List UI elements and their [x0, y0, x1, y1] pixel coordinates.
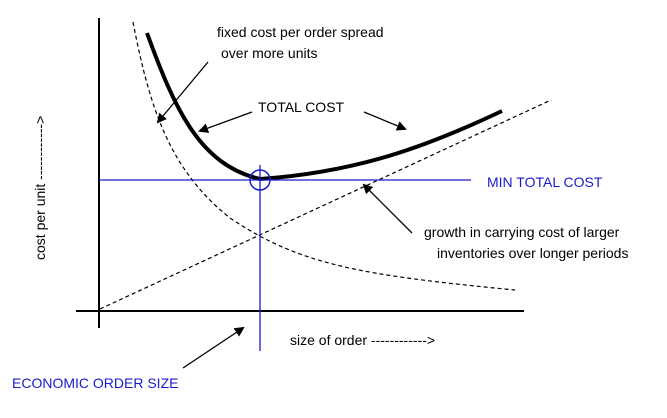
- y-axis-label: cost per unit ------------>: [32, 116, 48, 260]
- fixed-cost-curve: [132, 21, 516, 291]
- fixed-cost-label-line1: fixed cost per order spread: [217, 24, 384, 40]
- total-cost-arrow-left: [198, 111, 253, 133]
- x-axis-label: size of order ------------>: [290, 332, 435, 348]
- minimum-point-marker: [249, 169, 271, 191]
- total-cost-arrow-right: [363, 111, 407, 131]
- carrying-cost-label-line1: growth in carrying cost of larger: [424, 224, 620, 240]
- carrying-cost-line: [99, 99, 552, 310]
- min-total-cost-label: MIN TOTAL COST: [487, 174, 603, 190]
- carrying-cost-label-line2: inventories over longer periods: [437, 245, 628, 261]
- carrying-cost-arrow: [362, 183, 413, 234]
- fixed-cost-label-line2: over more units: [221, 45, 317, 61]
- economic-order-size-label: ECONOMIC ORDER SIZE: [12, 375, 178, 391]
- total-cost-label: TOTAL COST: [258, 99, 345, 115]
- fixed-cost-arrow: [156, 61, 209, 124]
- economic-order-size-arrow: [182, 326, 245, 369]
